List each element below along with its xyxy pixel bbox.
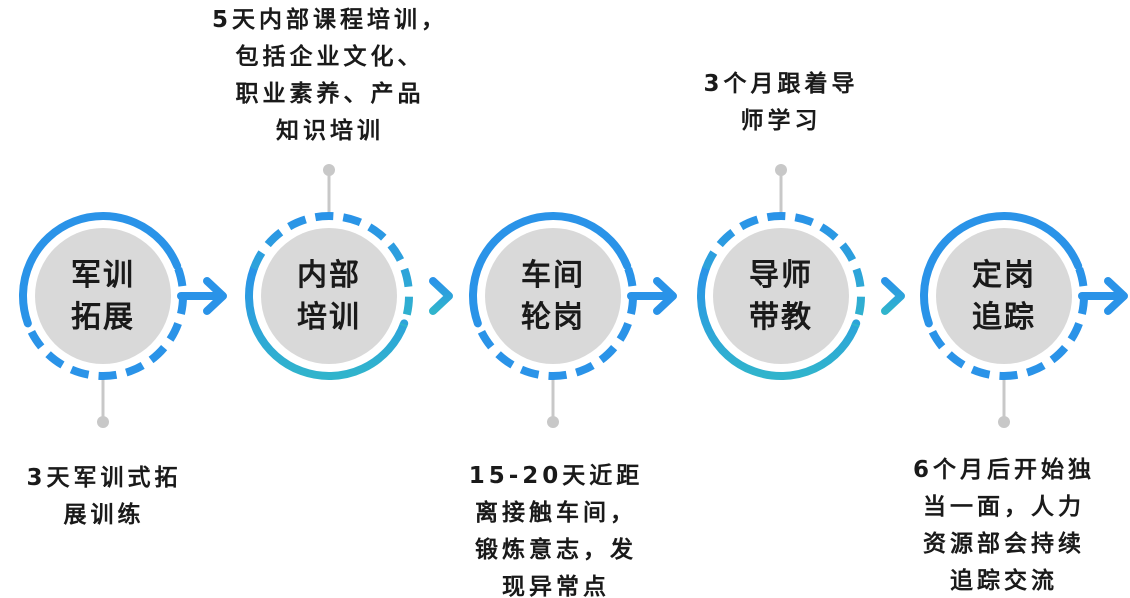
step-2-title-line-2: 培训	[297, 300, 361, 335]
step-3-ring-dashed	[474, 267, 637, 380]
step-2-desc-line-1: 5天内部课程培训，	[211, 7, 448, 33]
step-2-connector-dot	[323, 164, 335, 176]
step-2-ring-dashed	[250, 212, 413, 328]
step-4-title: 导师 带教	[711, 255, 851, 339]
step-1-connector-dot	[97, 416, 109, 428]
step-5-connector-dot	[998, 416, 1010, 428]
step-3-chevron-right-arrow-icon	[653, 277, 677, 315]
step-1-desc-line-1: 3天军训式拓	[26, 465, 182, 491]
step-1-ring-dashed	[24, 267, 187, 380]
step-4-connector-dot	[775, 164, 787, 176]
step-5-desc-line-1: 6个月后开始独	[912, 457, 1095, 483]
step-2-desc-line-4: 知识培训	[276, 118, 384, 144]
step-3-title-line-1: 车间	[521, 258, 585, 293]
step-5-desc-line-4: 追踪交流	[950, 568, 1058, 594]
step-4-description: 3个月跟着导 师学习	[672, 66, 890, 140]
step-4-ring-dashed	[702, 212, 865, 328]
step-3-desc-line-4: 现异常点	[502, 574, 610, 598]
step-1-chevron-right-arrow-icon	[203, 277, 227, 315]
step-5-title: 定岗 追踪	[934, 255, 1074, 339]
step-3-desc-line-3: 锻炼意志，发	[475, 537, 637, 563]
step-4-title-line-1: 导师	[749, 258, 813, 293]
step-1-node	[35, 228, 171, 364]
step-1-desc-line-2: 展训练	[63, 502, 145, 528]
step-2-title-line-1: 内部	[297, 258, 361, 293]
step-5-title-line-1: 定岗	[972, 258, 1036, 293]
step-5-ring-solid	[920, 212, 1083, 328]
step-3-ring-solid	[469, 211, 632, 328]
step-5-ring-dashed	[925, 267, 1088, 380]
step-3-node	[485, 228, 621, 364]
step-5-desc-line-2: 当一面，人力	[923, 494, 1085, 520]
step-2-node	[261, 228, 397, 364]
step-3-description: 15-20天近距 离接触车间， 锻炼意志，发 现异常点	[440, 458, 672, 598]
step-1-ring-solid	[19, 211, 182, 328]
step-2-title: 内部 培训	[259, 255, 399, 339]
step-1-title-line-2: 拓展	[71, 300, 135, 335]
step-3-desc-line-2: 离接触车间，	[475, 500, 637, 526]
step-1-description: 3天军训式拓 展训练	[0, 460, 208, 534]
step-5-chevron-right-arrow-icon	[1104, 277, 1128, 315]
step-2-ring-solid	[245, 264, 409, 380]
step-2-description: 5天内部课程培训， 包括企业文化、 职业素养、产品 知识培训	[195, 2, 465, 150]
step-2-desc-line-3: 职业素养、产品	[235, 81, 425, 107]
step-3-desc-line-1: 15-20天近距	[468, 463, 644, 489]
step-1-title: 军训 拓展	[33, 255, 173, 339]
step-3-title-line-2: 轮岗	[521, 300, 585, 335]
step-2-chevron-right-arrow-icon	[429, 277, 453, 315]
step-4-node	[713, 228, 849, 364]
step-2-desc-line-2: 包括企业文化、	[235, 44, 425, 70]
step-4-chevron-right-arrow-icon	[881, 277, 905, 315]
step-4-desc-line-2: 师学习	[740, 108, 822, 134]
step-3-title: 车间 轮岗	[483, 255, 623, 339]
step-3-connector-dot	[547, 416, 559, 428]
step-5-node	[936, 228, 1072, 364]
step-5-description: 6个月后开始独 当一面，人力 资源部会持续 追踪交流	[880, 452, 1128, 598]
step-1-title-line-1: 军训	[71, 258, 135, 293]
step-5-title-line-2: 追踪	[972, 300, 1036, 335]
step-4-title-line-2: 带教	[749, 300, 813, 335]
step-4-ring-solid	[697, 264, 861, 380]
step-4-desc-line-1: 3个月跟着导	[703, 71, 859, 97]
step-5-desc-line-3: 资源部会持续	[923, 531, 1085, 557]
